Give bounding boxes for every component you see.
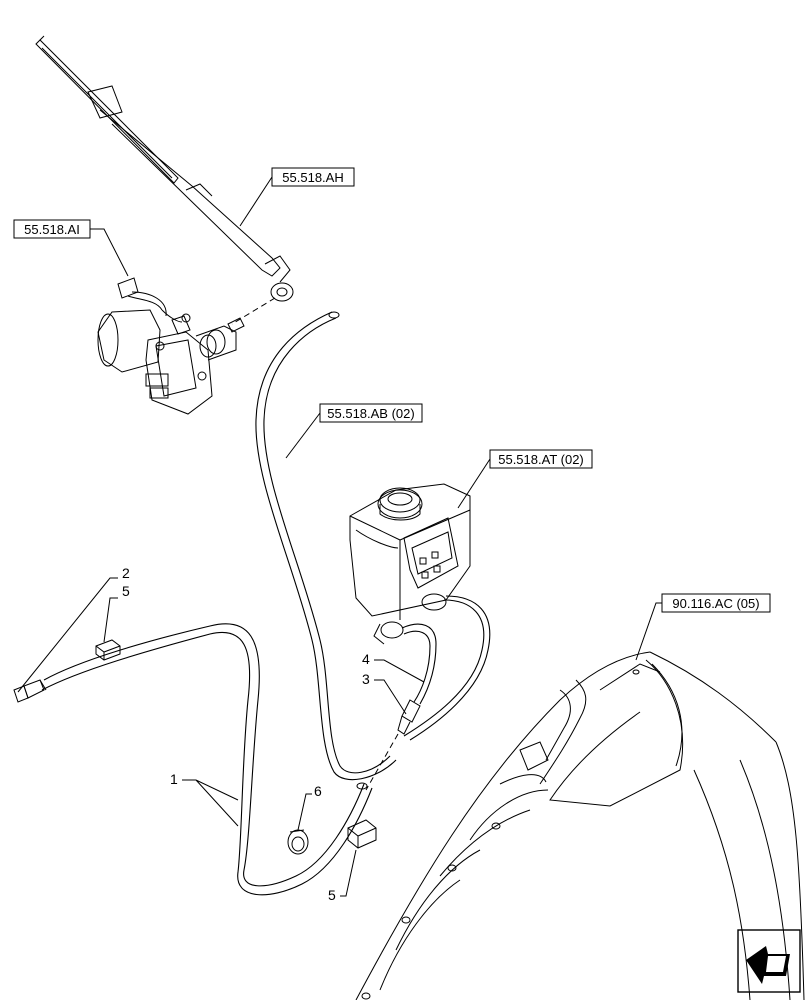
svg-text:55.518.AH: 55.518.AH bbox=[282, 170, 343, 185]
hose-segment-items-3-4 bbox=[365, 623, 437, 791]
callout-1: 1 bbox=[170, 771, 178, 787]
leader-line-cab-panel bbox=[635, 602, 662, 661]
callout-5-bottom: 5 bbox=[328, 887, 336, 903]
leader-line-6 bbox=[297, 793, 312, 831]
leader-line-5-top bbox=[103, 597, 118, 643]
cab-panel bbox=[355, 651, 805, 1000]
callout-2: 2 bbox=[122, 565, 130, 581]
leader-line-wiper-arm bbox=[239, 176, 273, 227]
hose-item-1 bbox=[13, 623, 373, 896]
callout-5-top: 5 bbox=[122, 583, 130, 599]
svg-text:55.518.AB (02): 55.518.AB (02) bbox=[327, 406, 414, 421]
leader-line-2 bbox=[17, 577, 118, 693]
ref-label-washer-hose[interactable]: 55.518.AB (02) bbox=[319, 403, 423, 423]
wiper-motor-assembly bbox=[97, 277, 245, 415]
ref-label-wiper-arm[interactable]: 55.518.AH bbox=[271, 167, 355, 187]
leader-line-washer-hose bbox=[285, 412, 321, 459]
ref-label-wiper-motor[interactable]: 55.518.AI bbox=[13, 219, 91, 239]
grommet-item-6 bbox=[287, 829, 309, 855]
ref-label-washer-reservoir[interactable]: 55.518.AT (02) bbox=[489, 449, 593, 469]
leader-line-4 bbox=[374, 659, 425, 683]
svg-text:55.518.AI: 55.518.AI bbox=[24, 222, 80, 237]
leader-line-washer-reservoir bbox=[457, 458, 491, 509]
leader-line-5-bottom bbox=[340, 849, 357, 897]
callout-6: 6 bbox=[314, 783, 322, 799]
leader-line-3 bbox=[374, 679, 407, 715]
svg-text:90.116.AC (05): 90.116.AC (05) bbox=[672, 596, 759, 611]
direction-arrow-icon[interactable] bbox=[737, 929, 801, 993]
callout-4: 4 bbox=[362, 651, 370, 667]
leader-line-wiper-motor bbox=[90, 228, 129, 277]
clip-item-5-top bbox=[95, 639, 121, 661]
svg-text:55.518.AT (02): 55.518.AT (02) bbox=[498, 452, 584, 467]
callout-3: 3 bbox=[362, 671, 370, 687]
clip-item-5-bottom bbox=[347, 819, 377, 849]
washer-hose-long bbox=[255, 311, 397, 781]
ref-label-cab-panel[interactable]: 90.116.AC (05) bbox=[661, 593, 771, 613]
leader-line-1 bbox=[182, 779, 239, 827]
wiper-arm-assembly bbox=[35, 35, 294, 325]
washer-reservoir bbox=[349, 483, 491, 741]
